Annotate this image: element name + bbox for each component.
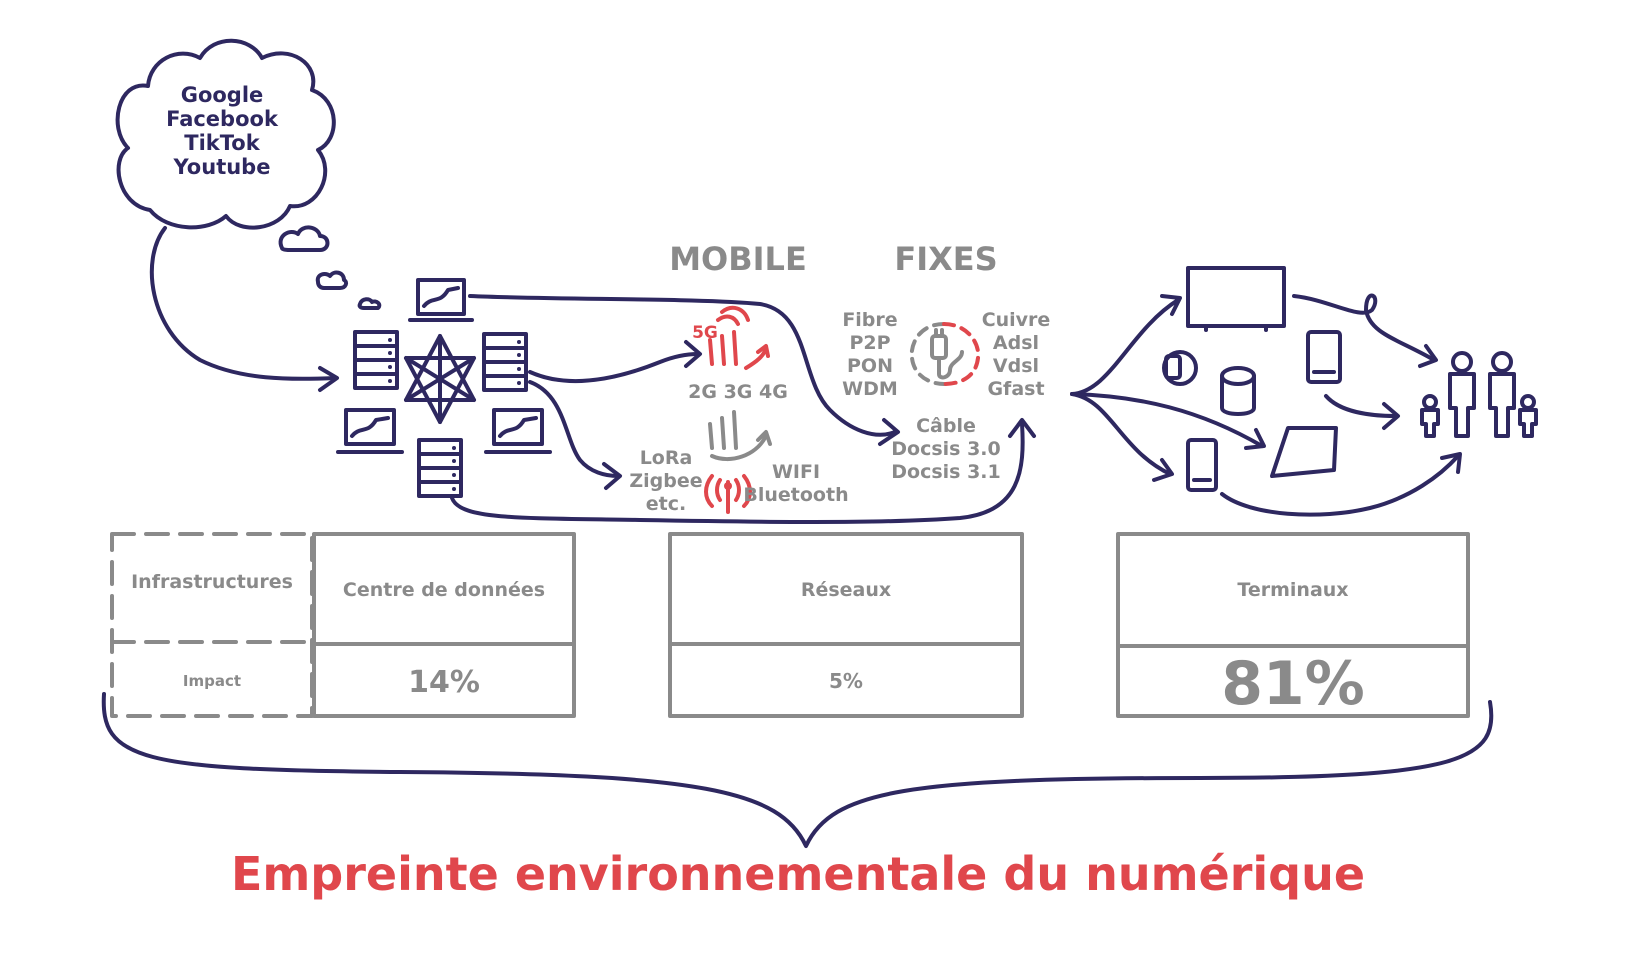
cable-line-1: Câble <box>916 415 976 437</box>
fixes-heading: FIXES <box>894 240 997 278</box>
laptop-icon <box>336 408 404 454</box>
cloud-line-2: Facebook <box>166 107 279 131</box>
speaker-icon <box>1220 366 1256 416</box>
label-5g: 5G <box>692 323 718 343</box>
small-cloud-icon <box>315 270 349 290</box>
small-cloud-icon <box>357 297 382 310</box>
laptop-icon <box>484 408 552 454</box>
wifi-line-1: WIFI <box>772 461 820 483</box>
antenna-5g-icon <box>708 305 770 370</box>
cable-line-2: Docsis 3.0 <box>891 438 1001 460</box>
terminals-box <box>1116 532 1470 718</box>
fibre-line-1: Fibre <box>842 309 897 331</box>
network-to-tv-arrow <box>1070 298 1180 396</box>
terminals-impact: 81% <box>1221 649 1365 719</box>
terminals-label: Terminaux <box>1237 579 1348 601</box>
network-to-phone-arrow <box>1070 392 1172 476</box>
cloud-line-3: TikTok <box>184 131 260 155</box>
tablet-icon <box>1306 330 1342 384</box>
datacenter-label: Centre de données <box>343 579 545 601</box>
cloud-line-4: Youtube <box>173 155 271 179</box>
phone-to-users-arrow <box>1220 454 1460 517</box>
datacenter-cluster <box>336 278 552 498</box>
cloud-labels: Google Facebook TikTok Youtube <box>166 83 279 179</box>
iot-line-2: Zigbee <box>629 470 702 492</box>
server-icon <box>353 330 399 390</box>
cable-line-3: Docsis 3.1 <box>891 461 1001 483</box>
smartwatch-icon <box>1162 350 1198 386</box>
copper-line-1: Cuivre <box>982 309 1051 331</box>
network-to-laptop-arrow <box>1070 392 1264 448</box>
tablet-to-users-arrow <box>1324 394 1398 418</box>
cloud-line-1: Google <box>181 83 264 107</box>
network-star-icon <box>404 334 476 424</box>
plug-icon <box>909 322 981 386</box>
datacenter-impact: 14% <box>408 665 480 700</box>
networks-label: Réseaux <box>801 579 891 601</box>
server-icon <box>417 438 463 498</box>
networks-box <box>668 532 1024 718</box>
arrow-head <box>1008 418 1036 438</box>
server-icon <box>482 332 528 392</box>
datacenter-to-fixed-arrow <box>450 422 1025 524</box>
arrow-head <box>1244 428 1266 450</box>
datacenter-to-5g-arrow <box>528 352 700 383</box>
arrow-head <box>1160 294 1182 316</box>
datacenter-to-cable-arrow <box>468 294 897 437</box>
wifi-antenna-icon <box>704 474 752 514</box>
arrow-head <box>602 462 622 490</box>
page-title: Empreinte environnementale du numérique <box>231 847 1365 901</box>
arrow-head <box>1418 344 1438 368</box>
iot-line-3: etc. <box>646 493 686 515</box>
copper-line-3: Vdsl <box>993 355 1039 377</box>
arrow-head <box>684 340 702 368</box>
tv-to-users-arrow <box>1292 293 1436 362</box>
tv-icon <box>1186 266 1286 332</box>
label-cellular: 2G 3G 4G <box>688 381 788 403</box>
arrow-head <box>878 418 900 446</box>
fibre-line-4: WDM <box>842 378 898 400</box>
smartphone-icon <box>1186 438 1218 492</box>
laptop-terminal-icon <box>1270 426 1338 478</box>
cloud-to-datacenter-arrow <box>149 226 337 381</box>
arrow-head <box>1382 402 1400 430</box>
arrow-head <box>318 366 339 392</box>
arrow-head <box>1440 452 1462 474</box>
fibre-line-3: PON <box>847 355 893 377</box>
small-cloud-icon <box>278 225 330 252</box>
arrow-head <box>1152 458 1174 482</box>
cloud-icon <box>115 38 336 230</box>
datacenter-box <box>312 532 576 718</box>
people-icon <box>1420 351 1538 438</box>
wifi-line-2: Bluetooth <box>743 484 848 506</box>
row-header-infrastructures: Infrastructures <box>131 571 293 593</box>
copper-line-2: Adsl <box>993 332 1039 354</box>
row-header-impact: Impact <box>183 672 241 690</box>
datacenter-to-iot-arrow <box>528 380 620 478</box>
curly-brace <box>101 692 1494 848</box>
networks-impact: 5% <box>829 669 863 693</box>
iot-line-1: LoRa <box>640 447 693 469</box>
laptop-icon <box>408 278 474 322</box>
antenna-cellular-icon <box>708 410 772 462</box>
fibre-line-2: P2P <box>849 332 890 354</box>
mobile-heading: MOBILE <box>669 240 807 278</box>
copper-line-4: Gfast <box>987 378 1044 400</box>
